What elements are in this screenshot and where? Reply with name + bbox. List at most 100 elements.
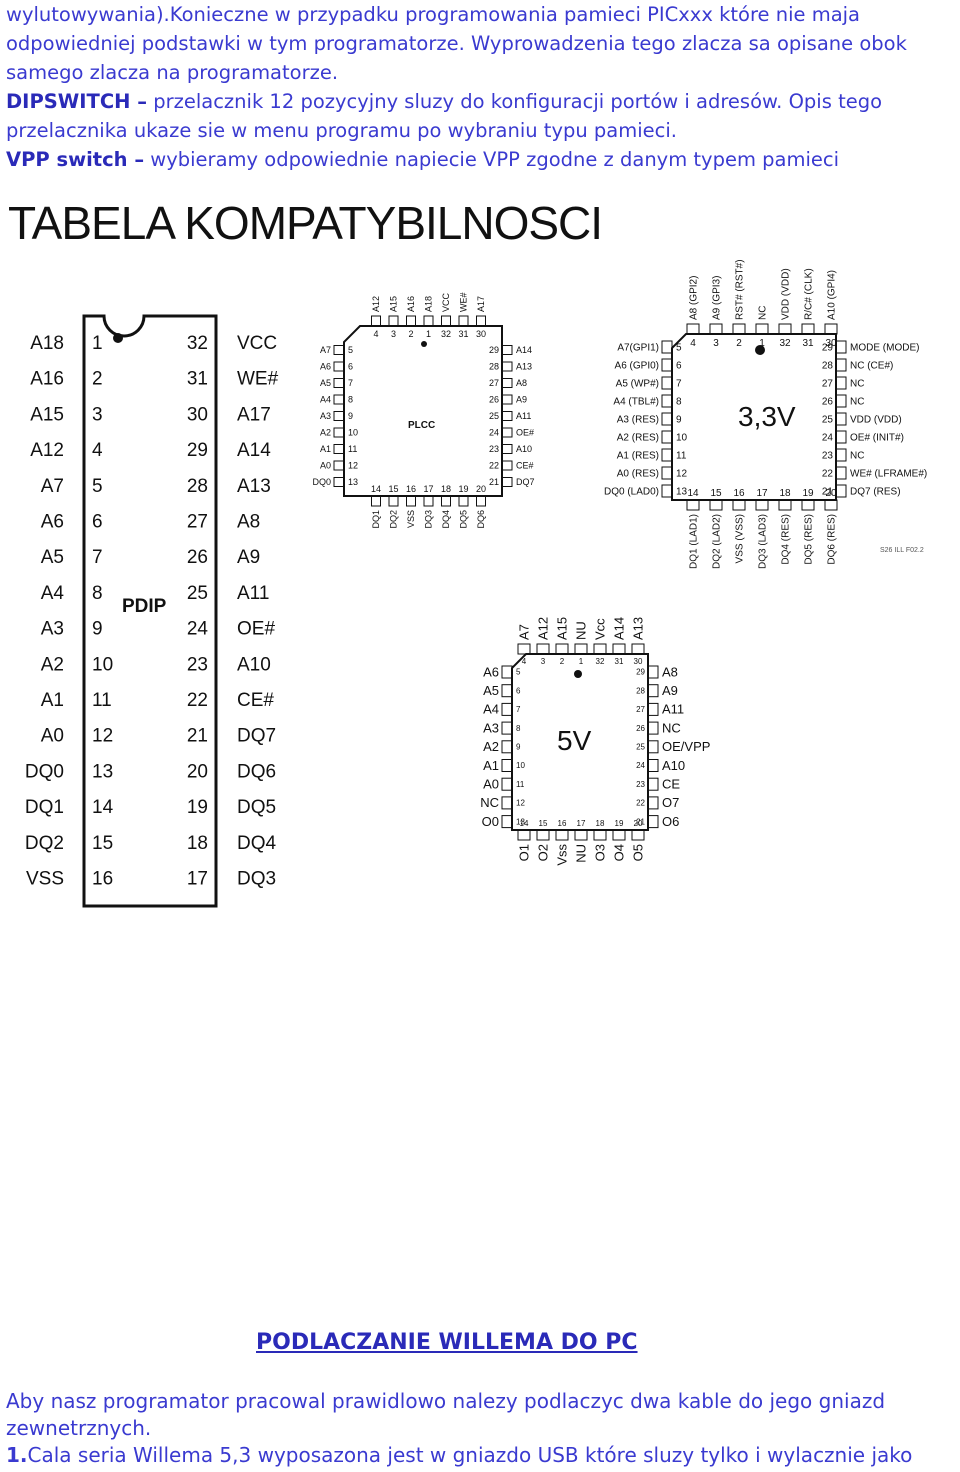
- plcc-label: PLCC: [408, 420, 435, 431]
- bottom-pin-signal: NU: [573, 844, 588, 863]
- left-pin-signal: A6: [483, 664, 499, 679]
- top-pin-pad: [476, 315, 486, 327]
- top-pin-number: 3: [713, 338, 719, 349]
- right-pin-number: 27: [489, 378, 499, 388]
- right-pin-pad: [835, 376, 847, 390]
- vpp-text: wybieramy odpowiednie napiecie VPP zgodn…: [144, 148, 840, 171]
- top-pin-pad: [612, 643, 626, 655]
- left-pin-signal: A5: [320, 378, 331, 388]
- left-pin-signal: A4: [320, 395, 331, 405]
- top-pin-signal: A8 (GPI2): [688, 276, 699, 320]
- top-pin-pad: [631, 643, 645, 655]
- right-pin-signal: A10: [516, 444, 532, 454]
- plcc-pin1-dot: [421, 341, 427, 347]
- left-pin-signal: A5: [483, 683, 499, 698]
- right-pin-number: 25: [822, 414, 834, 425]
- bottom-pin-signal: VSS: [406, 510, 416, 528]
- left-pin-number: 13: [516, 817, 525, 826]
- left-pin-signal: A4 (TBL#): [613, 396, 659, 407]
- pdip-left-signal: A2: [41, 654, 64, 675]
- top-pin-signal: A14: [611, 617, 626, 640]
- lpc-voltage: 3,3V: [738, 401, 796, 432]
- section-title: PODLACZANIE WILLEMA DO PC: [256, 1330, 638, 1355]
- top-pin-number: 32: [441, 329, 451, 339]
- pdip-left-pin-number: 9: [92, 619, 103, 640]
- right-pin-signal: DQ7: [516, 477, 535, 487]
- lpc-pin1-dot: [755, 345, 765, 355]
- right-pin-pad: [501, 427, 513, 438]
- bottom-pin-signal: O5: [630, 844, 645, 861]
- pdip-left-signal: A12: [30, 440, 64, 461]
- bottom-pin-pad: [686, 499, 700, 511]
- right-pin-pad: [835, 358, 847, 372]
- pdip-right-signal: A17: [237, 404, 271, 425]
- top-pin-number: 31: [802, 338, 814, 349]
- top-pin-pad: [732, 323, 746, 335]
- left-pin-number: 9: [676, 414, 682, 425]
- left-pin-signal: DQ0 (LAD0): [604, 486, 659, 497]
- bottom-pin-number: 18: [596, 819, 605, 828]
- right-pin-signal: MODE (MODE): [850, 342, 919, 353]
- right-pin-number: 22: [489, 461, 499, 471]
- left-pin-number: 9: [348, 411, 353, 421]
- bottom-pin-number: 15: [710, 488, 722, 499]
- right-pin-pad: [835, 448, 847, 462]
- bottom-pin-pad: [371, 495, 381, 507]
- bottom-pin-number: 15: [388, 484, 398, 494]
- pdip-right-pin-number: 32: [187, 333, 208, 354]
- bottom-pin-number: 20: [825, 488, 837, 499]
- top-pin-pad: [458, 315, 469, 327]
- bottom-pin-pad: [388, 495, 399, 507]
- footer-text: Aby nasz programator pracowal prawidlowo…: [6, 1388, 956, 1469]
- left-pin-signal: A7: [320, 345, 331, 355]
- dipswitch-paragraph: DIPSWITCH – przelacznik 12 pozycyjny slu…: [6, 87, 956, 145]
- pdip-right-pin-number: 31: [187, 369, 208, 390]
- right-pin-number: 22: [822, 468, 834, 479]
- right-pin-number: 28: [489, 362, 499, 372]
- bottom-pin-signal: O2: [535, 844, 550, 861]
- bottom-pin-pad: [778, 499, 792, 511]
- bottom-pin-signal: DQ1 (LAD1): [688, 514, 699, 569]
- table-title: TABELA KOMPATYBILNOSCI: [8, 197, 603, 249]
- pdip-right-pin-number: 24: [187, 619, 209, 640]
- top-pin-signal: R/C# (CLK): [803, 268, 814, 320]
- left-pin-signal: A1: [483, 758, 499, 773]
- right-pin-pad: [835, 466, 847, 480]
- bottom-pin-pad: [631, 829, 645, 841]
- left-pin-number: 11: [516, 780, 525, 789]
- bottom-pin-pad: [612, 829, 626, 841]
- right-pin-number: 29: [489, 345, 499, 355]
- right-pin-number: 23: [822, 450, 834, 461]
- right-pin-pad: [501, 345, 513, 355]
- left-pin-signal: A6: [320, 362, 331, 372]
- top-pin-number: 31: [615, 657, 624, 666]
- bottom-pin-pad: [801, 499, 815, 511]
- top-pin-signal: A15: [554, 617, 569, 640]
- top-pin-signal: A12: [535, 617, 550, 640]
- top-pin-pad: [406, 315, 416, 327]
- bottom-pin-signal: DQ2: [389, 510, 399, 529]
- top-pin-signal: VDD (VDD): [780, 268, 791, 320]
- right-pin-pad: [835, 484, 847, 498]
- right-pin-number: 26: [636, 724, 645, 733]
- bottom-pin-pad: [476, 495, 486, 507]
- right-pin-signal: NC (CE#): [850, 360, 893, 371]
- pdip-right-pin-number: 20: [187, 761, 208, 782]
- pdip-left-signal: A6: [41, 512, 64, 533]
- right-pin-number: 21: [636, 817, 645, 826]
- top-pin-signal: NC: [757, 306, 768, 320]
- right-pin-signal: WE# (LFRAME#): [850, 468, 927, 479]
- left-pin-number: 13: [348, 477, 358, 487]
- left-pin-number: 12: [516, 799, 525, 808]
- top-pin-signal: A7: [516, 624, 531, 640]
- right-pin-signal: A14: [516, 345, 532, 355]
- top-pin-pad: [778, 323, 792, 335]
- bottom-pin-number: 16: [558, 819, 567, 828]
- left-pin-pad: [333, 477, 345, 487]
- top-pin-number: 1: [759, 338, 765, 349]
- left-pin-number: 12: [676, 468, 688, 479]
- left-pin-signal: A0: [483, 777, 499, 792]
- bottom-pin-signal: DQ2 (LAD2): [711, 514, 722, 569]
